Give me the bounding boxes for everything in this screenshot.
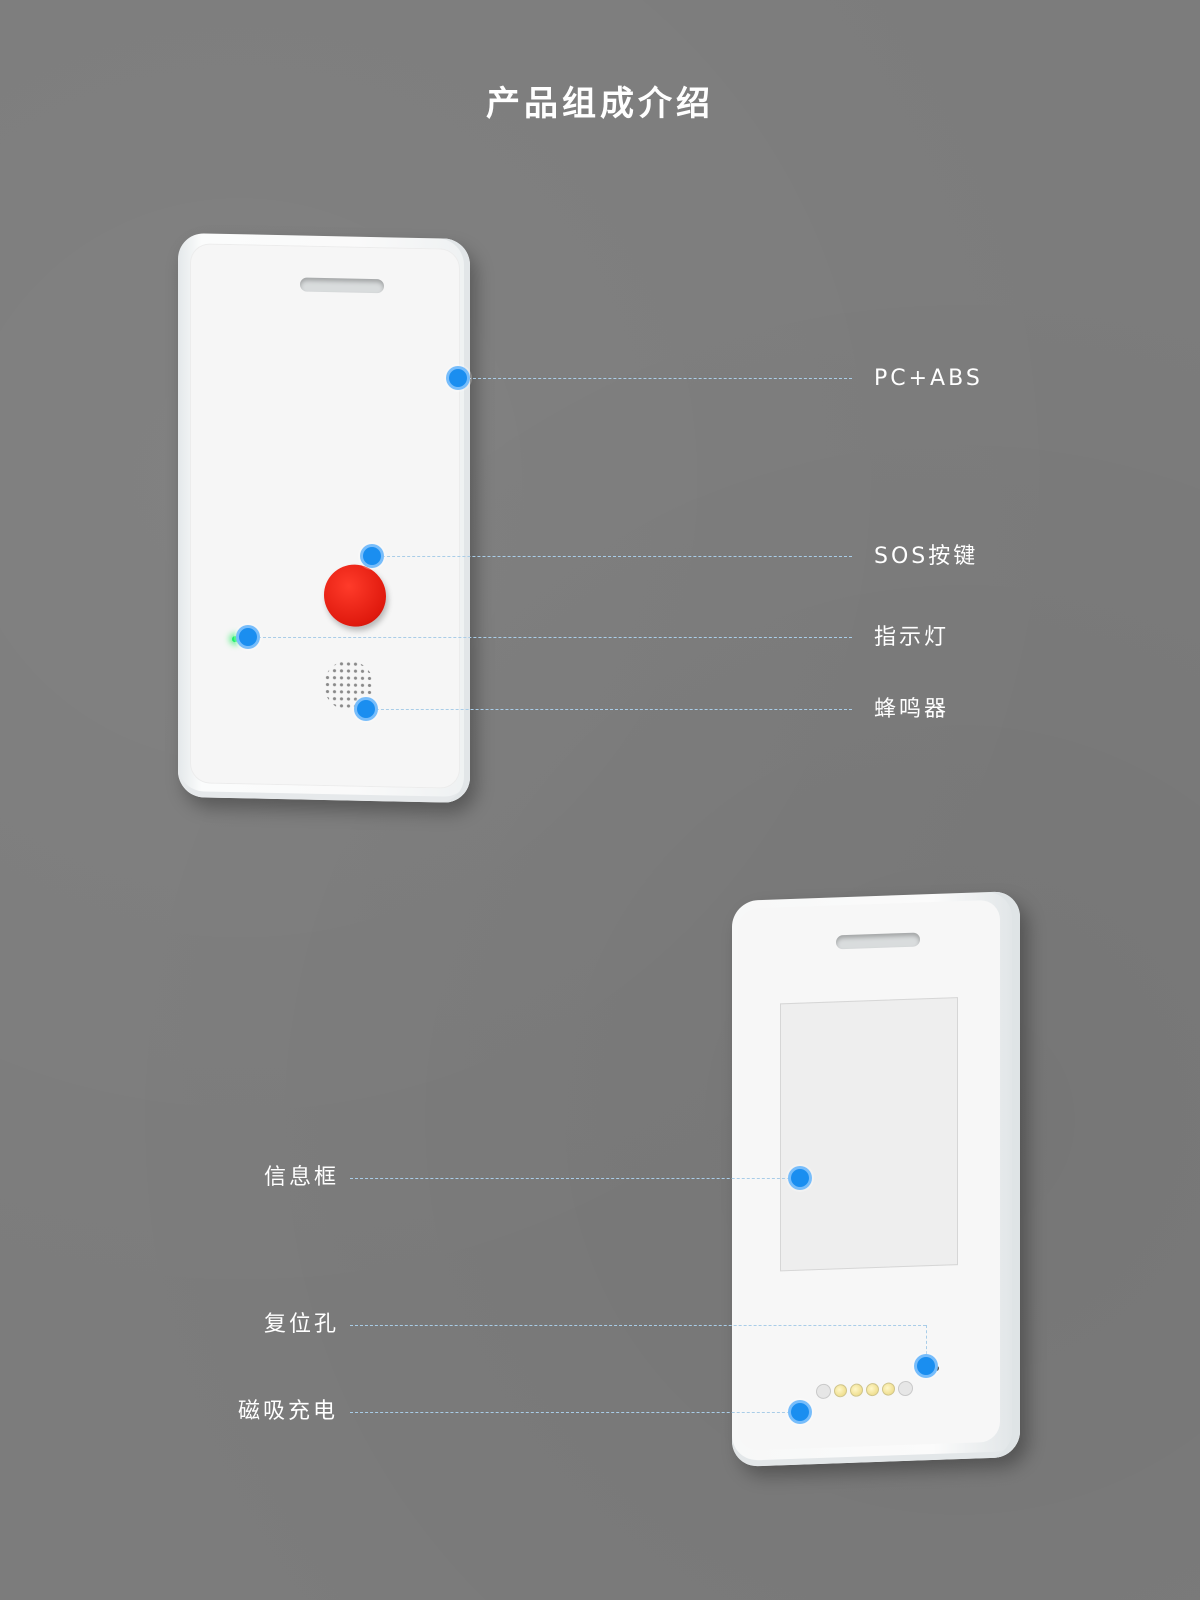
- device-front-face: [190, 243, 460, 789]
- info-window: [780, 997, 958, 1272]
- leader-line-reset-hole-drop: [926, 1325, 927, 1365]
- leader-line-magnetic-charging: [350, 1412, 800, 1413]
- callout-marker-reset-hole: [914, 1354, 938, 1378]
- charging-pin: [834, 1384, 847, 1398]
- charging-pins: [816, 1380, 913, 1400]
- leader-line-reset-hole: [350, 1325, 926, 1326]
- charging-pin: [882, 1382, 895, 1396]
- callout-marker-indicator: [236, 625, 260, 649]
- page-title: 产品组成介绍: [486, 84, 714, 124]
- charging-peg: [898, 1380, 913, 1397]
- callout-label-shell-material: PC+ABS: [874, 366, 983, 391]
- lanyard-slot-back: [836, 932, 920, 950]
- callout-marker-magnetic-charging: [788, 1400, 812, 1424]
- callout-label-buzzer: 蜂鸣器: [874, 697, 950, 722]
- callout-label-info-window: 信息框: [264, 1165, 340, 1190]
- callout-label-indicator-light: 指示灯: [874, 625, 950, 650]
- callout-marker-shell: [446, 366, 470, 390]
- callout-marker-buzzer: [354, 697, 378, 721]
- device-back: [732, 890, 1020, 1468]
- leader-line-indicator: [248, 637, 852, 638]
- callout-marker-info-window: [788, 1166, 812, 1190]
- callout-label-magnetic-charging: 磁吸充电: [238, 1399, 339, 1424]
- callout-label-reset-hole: 复位孔: [264, 1312, 340, 1337]
- sos-button: [324, 564, 386, 628]
- callout-label-sos-button: SOS按键: [874, 544, 979, 569]
- charging-pin: [866, 1382, 879, 1397]
- device-back-face: [738, 899, 1000, 1451]
- callout-marker-sos: [360, 544, 384, 568]
- charging-peg: [816, 1383, 831, 1400]
- device-front: [178, 232, 470, 804]
- lanyard-slot: [300, 277, 384, 294]
- leader-line-info-window: [350, 1178, 800, 1179]
- leader-line-buzzer: [366, 709, 852, 710]
- leader-line-shell: [458, 378, 852, 379]
- leader-line-sos: [372, 556, 852, 557]
- charging-pin: [850, 1383, 863, 1397]
